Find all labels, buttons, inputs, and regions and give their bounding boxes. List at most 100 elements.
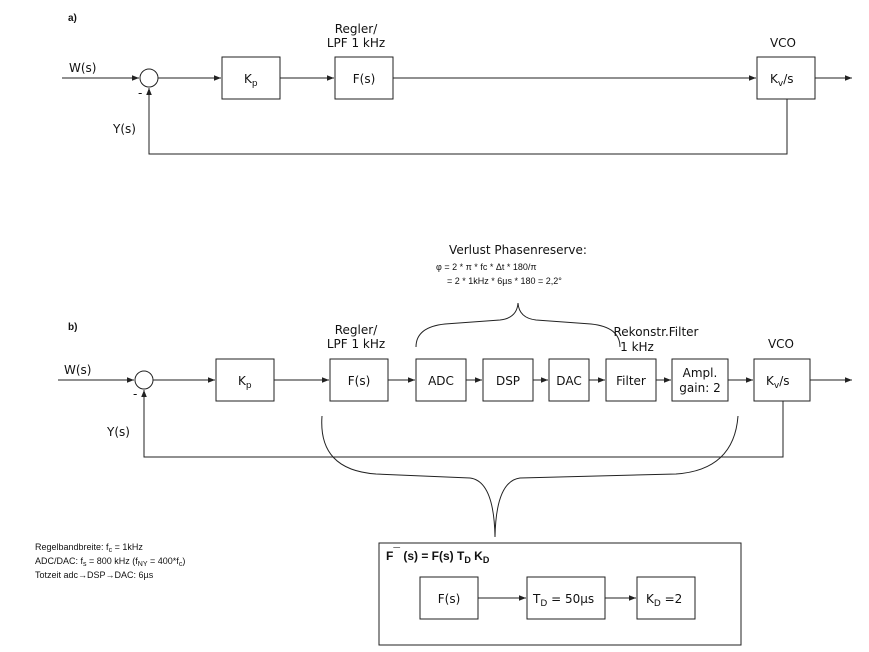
fs-a-label: F(s) [353,72,376,86]
kv-a-rest: /s [783,72,793,86]
minus-sign-b: - [133,387,137,401]
eq-td-rest: = 50µs [547,592,594,606]
eq-title-b: (s) = F(s) T [400,549,465,563]
fs-block-b: F(s) [329,358,389,402]
dsp-label: DSP [496,374,520,388]
eq-title-c: K [471,549,483,563]
eq-title-a: F [386,549,393,563]
arrow-right-icon: → [106,570,115,580]
note-bandwidth-sub: c [109,547,113,554]
note-deadtime: Totzeit adc→DSP→DAC: 6µs [35,570,154,580]
feedback-label-b: Y(s) [106,425,130,439]
summing-junction-a [139,68,159,88]
eq-td-main: T [532,592,541,606]
svg-text:Kp: Kp [238,374,252,391]
note-sampling-d: ) [182,556,185,566]
input-label-a: W(s) [69,61,96,75]
rekon-title-line1: Rekonstr.Filter [614,325,699,339]
kv-b-sub: v [774,381,780,391]
equivalent-title: F¯ (s) = F(s) TD KD [386,545,490,565]
controller-title-a-line1: Regler/ [335,22,378,36]
svg-text:Kp: Kp [244,72,258,89]
equivalent-box: F¯ (s) = F(s) TD KD F(s) TD = 50µs KD =2 [378,542,742,646]
eq-fs-label: F(s) [438,592,461,606]
brace-bottom [321,415,739,538]
eq-td-sub: D [540,599,547,609]
eq-kd-block: KD =2 [636,576,696,620]
diagram-b-label: b) [68,322,77,333]
eq-kd-rest: =2 [661,592,683,606]
phase-equation-2: = 2 * 1kHz * 6µs * 180 = 2,2° [447,276,562,286]
ampl-label-1: Ampl. [683,366,718,380]
vco-title-a: VCO [770,36,796,50]
phase-loss-title: Verlust Phasenreserve: [449,243,587,257]
diagram-b: Verlust Phasenreserve: φ = 2 * π * fc * … [58,243,852,538]
controller-title-a-line2: LPF 1 kHz [327,36,385,50]
minus-sign-a: - [138,86,142,100]
note-sampling-sub2: NY [138,561,148,568]
feedback-path-a [146,88,788,155]
eq-kd-sub: D [654,599,661,609]
eq-kd-main: K [646,592,655,606]
dsp-block: DSP [482,358,534,402]
phase-equation-1: φ = 2 * π * fc * Δt * 180/π [436,262,537,272]
note-sampling-sub1: s [83,561,87,568]
svg-text:Kv/s: Kv/s [766,374,790,391]
kp-b-main: K [238,374,247,388]
kp-block-a: Kp [221,56,281,100]
feedback-path-b [141,390,784,458]
feedback-label-a: Y(s) [112,122,136,136]
kv-b-rest: /s [779,374,789,388]
brace-top [415,302,621,348]
controller-title-b-line2: LPF 1 kHz [327,337,385,351]
vco-block-b: Kv/s [753,358,811,402]
notes: Regelbandbreite: fc = 1kHz ADC/DAC: fs =… [35,542,185,580]
adc-block: ADC [415,358,467,402]
kv-b-main: K [766,374,775,388]
fs-b-label: F(s) [348,374,371,388]
kp-a-sub: p [252,79,258,89]
note-bandwidth-b: = 1kHz [112,542,143,552]
vco-block-a: Kv/s [756,56,816,100]
filter-label: Filter [616,374,646,388]
dac-block: DAC [548,358,590,402]
kv-a-sub: v [778,79,784,89]
arrow-right-icon: → [78,570,87,580]
note-deadtime-b: DSP [87,570,106,580]
kp-block-b: Kp [215,358,275,402]
amplifier-block: Ampl. gain: 2 [671,358,729,402]
kp-b-sub: p [246,381,252,391]
diagram-a: a) Regler/ LPF 1 kHz VCO W(s) - Kp F(s) … [62,13,852,155]
note-sampling-b: = 800 kHz (f [87,556,139,566]
adc-label: ADC [428,374,454,388]
input-label-b: W(s) [64,363,91,377]
summing-junction-b [134,370,154,390]
filter-block: Filter [605,358,657,402]
eq-td-block: TD = 50µs [526,576,606,620]
rekon-title-line2: 1 kHz [620,340,654,354]
eq-fs-block: F(s) [419,576,479,620]
vco-title-b: VCO [768,337,794,351]
controller-title-b-line1: Regler/ [335,323,378,337]
note-sampling-c: = 400*f [148,556,180,566]
kv-a-main: K [770,72,779,86]
note-bandwidth: Regelbandbreite: fc = 1kHz [35,542,143,554]
note-deadtime-a: Totzeit adc [35,570,79,580]
kp-a-main: K [244,72,253,86]
note-sampling-a: ADC/DAC: f [35,556,84,566]
note-sampling: ADC/DAC: fs = 800 kHz (fNY = 400*fc) [35,556,185,568]
svg-text:TD = 50µs: TD = 50µs [532,592,594,609]
dac-label: DAC [556,374,581,388]
svg-text:Kv/s: Kv/s [770,72,794,89]
fs-block-a: F(s) [334,56,394,100]
eq-title-sub2: D [483,555,490,565]
eq-title-mark: ¯ [392,545,400,559]
note-deadtime-c: DAC: 6µs [115,570,154,580]
ampl-label-2: gain: 2 [679,381,720,395]
diagram-a-label: a) [68,13,77,24]
note-sampling-sub3: c [179,561,183,568]
eq-title-sub1: D [464,555,471,565]
note-bandwidth-a: Regelbandbreite: f [35,542,109,552]
svg-text:KD =2: KD =2 [646,592,682,609]
